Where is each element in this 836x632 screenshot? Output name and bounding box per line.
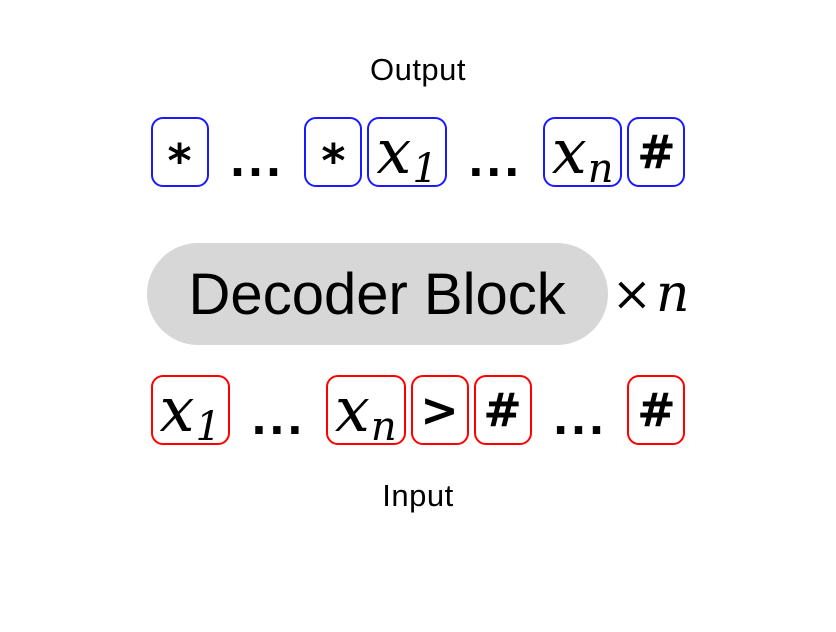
hash-token: # bbox=[627, 375, 686, 445]
decoder-block-pill: Decoder Block bbox=[146, 243, 608, 345]
output-label: Output bbox=[369, 52, 467, 87]
hash-token: # bbox=[627, 117, 686, 187]
ellipsis: ... bbox=[229, 137, 284, 186]
repeat-count-variable: n bbox=[655, 264, 690, 324]
decoder-multiplier: × n bbox=[612, 268, 690, 320]
asterisk-token: * bbox=[304, 117, 363, 187]
ellipsis: ... bbox=[552, 395, 607, 444]
greater-than-token: > bbox=[410, 375, 469, 445]
decoder-row: Decoder Block × n bbox=[146, 242, 690, 346]
ellipsis: ... bbox=[250, 395, 305, 444]
input-label: Input bbox=[382, 478, 454, 513]
ellipsis: ... bbox=[467, 137, 522, 186]
decoder-block-label: Decoder Block bbox=[188, 261, 566, 327]
times-symbol: × bbox=[611, 266, 652, 322]
asterisk-token: * bbox=[150, 117, 209, 187]
hash-token: # bbox=[473, 375, 532, 445]
